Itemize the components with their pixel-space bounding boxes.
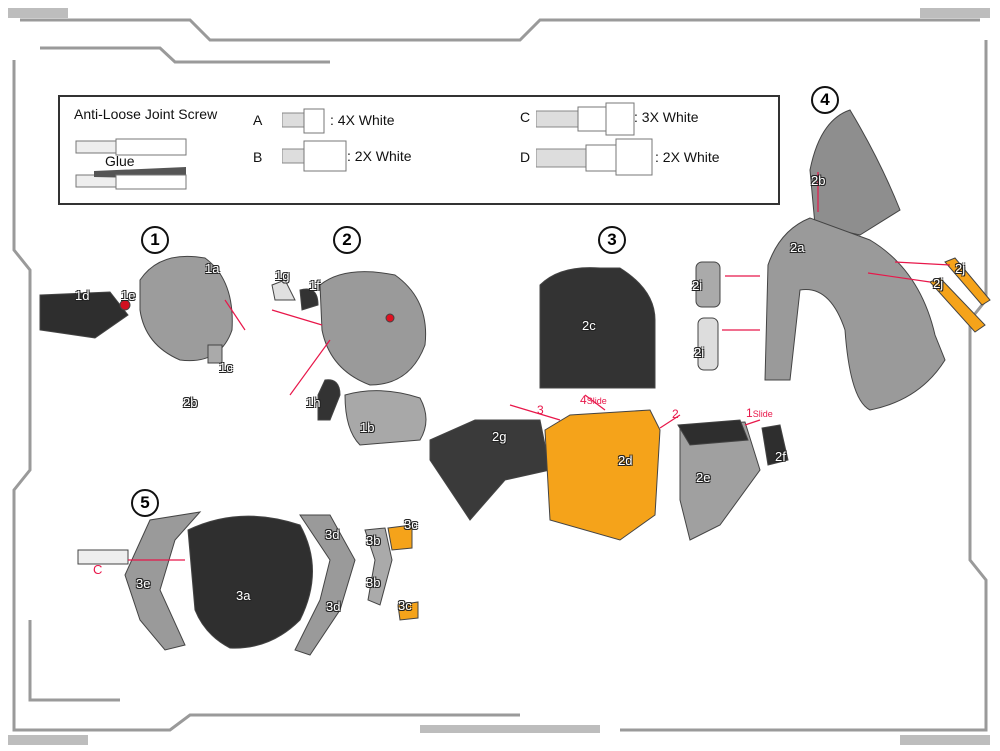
part-label: 1e [121, 288, 136, 303]
screw-type-label: C [93, 562, 103, 577]
part-label: 1d [75, 288, 90, 303]
part-label: 1c [219, 360, 233, 375]
screw-illustration [75, 138, 187, 190]
part-1g [271, 279, 296, 301]
part-2a [764, 217, 946, 411]
part-label: 2j [933, 276, 944, 291]
screw-c-qty: : 3X White [634, 109, 699, 125]
screw-legend: Anti-Loose Joint Screw Glue A : 4X White… [58, 95, 780, 205]
part-2g [429, 419, 551, 521]
part-label: 2b [811, 173, 826, 188]
part-2e [679, 421, 761, 541]
part-label: 2c [582, 318, 596, 333]
arrow-step-4-slide: Slide [586, 396, 607, 406]
part-2b-top [809, 109, 901, 236]
part-label: 3d [325, 527, 340, 542]
part-2j [929, 277, 986, 333]
part-3b [364, 527, 393, 606]
part-label: 1a [205, 261, 220, 276]
part-1e [119, 299, 131, 311]
step-3-marker: 3 [598, 226, 626, 254]
step-4-marker: 4 [811, 86, 839, 114]
part-label: 3b [366, 533, 381, 548]
part-1-head [319, 271, 427, 386]
part-label: 1g [275, 268, 290, 283]
part-3c-bottom [397, 601, 419, 621]
step-1-marker: 1 [141, 226, 169, 254]
screw-a-letter: A [253, 112, 263, 128]
part-label: 2f [775, 449, 786, 464]
part-1b [344, 390, 427, 446]
screw-b-letter: B [253, 149, 263, 165]
screw-c-letter: C [520, 109, 531, 125]
screw-b-icon [282, 140, 347, 172]
screw-c-icon [536, 102, 635, 136]
part-label: 2i [692, 278, 703, 293]
part-1h [317, 379, 341, 421]
screw-d-qty: : 2X White [655, 149, 720, 165]
part-label: 1f [309, 278, 320, 293]
part-3c-top [387, 524, 413, 551]
part-label: 3c [404, 517, 418, 532]
screw-a-icon [282, 108, 325, 134]
part-label: 2b [183, 395, 198, 410]
step-5-marker: 5 [131, 489, 159, 517]
screw-a-qty: : 4X White [330, 112, 395, 128]
part-label: 3c [398, 598, 412, 613]
part-2c [539, 267, 656, 389]
assembly-arrows [128, 172, 951, 561]
part-label: 2d [618, 453, 633, 468]
arrow-step-3: 3 [537, 403, 544, 417]
legend-title: Anti-Loose Joint Screw [74, 106, 218, 122]
arrow-step-1-number: 1 [746, 406, 753, 420]
screw-d-letter: D [520, 149, 531, 165]
part-label: 1h [306, 395, 321, 410]
arrow-step-2: 2 [672, 407, 679, 421]
part-label: 3d [326, 599, 341, 614]
part-label: 2e [696, 470, 711, 485]
part-label: 2i [694, 345, 705, 360]
arrow-step-4: 4Slide [580, 393, 607, 407]
part-1a [139, 255, 233, 362]
screw-c [77, 549, 129, 565]
part-2i-bottom [697, 317, 719, 371]
part-2f [761, 424, 789, 466]
part-label: 1b [360, 420, 375, 435]
part-label: 2g [492, 429, 507, 444]
part-1f [299, 288, 319, 311]
arrow-step-1-slide: Slide [752, 409, 773, 419]
step-2-marker: 2 [333, 226, 361, 254]
part-2d [544, 409, 661, 541]
part-1c [207, 344, 223, 364]
screw-d-icon [536, 138, 653, 176]
part-label: 2j [955, 261, 966, 276]
arrow-step-4-number: 4 [580, 393, 587, 407]
part-1d [39, 291, 129, 339]
part-label: 3e [136, 576, 151, 591]
part-2i-top [695, 261, 721, 308]
part-label: 2a [790, 240, 805, 255]
screw-b-qty: : 2X White [347, 148, 412, 164]
part-label: 3a [236, 588, 251, 603]
arrow-step-1: 1Slide [746, 406, 773, 420]
part-3d [294, 514, 356, 656]
part-3a [187, 515, 313, 649]
part-label: 3b [366, 575, 381, 590]
glue-label: Glue [105, 153, 135, 169]
part-3e [124, 511, 202, 651]
